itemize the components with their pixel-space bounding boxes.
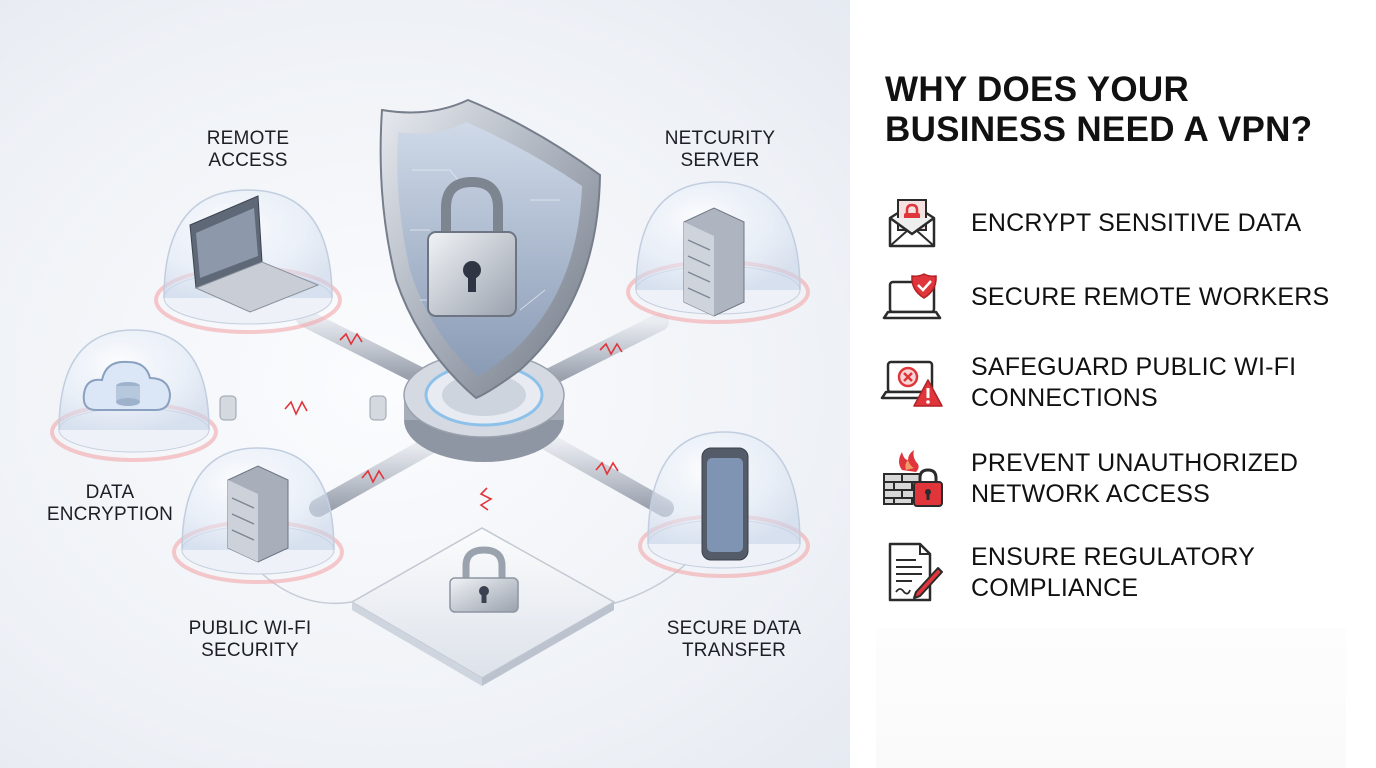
pipe-remote	[296, 309, 429, 385]
connector-line	[257, 569, 353, 605]
pipe-data-encryption	[196, 395, 421, 421]
pipes	[196, 309, 674, 549]
pipe-platform	[477, 443, 495, 549]
benefit-item: SECURE REMOTE WORKERS	[880, 266, 1350, 336]
document-pen-icon	[888, 542, 943, 602]
laptop-warning-icon	[880, 360, 943, 407]
benefit-text: PREVENT UNAUTHORIZED NETWORK ACCESS	[971, 449, 1299, 508]
connector-line	[611, 559, 691, 605]
laptop-shield-icon	[882, 273, 942, 320]
benefit-text: SAFEGUARD PUBLIC WI-FI CONNECTIONS	[971, 353, 1297, 412]
pipe-server	[539, 313, 669, 387]
lock-envelope-icon	[888, 199, 936, 248]
pipe-secure-transfer	[539, 433, 674, 517]
benefit-text: SECURE REMOTE WORKERS	[971, 283, 1330, 311]
benefit-item: PREVENT UNAUTHORIZED NETWORK ACCESS	[880, 446, 1350, 516]
panel-title: WHY DOES YOUR BUSINESS NEED A VPN?	[885, 70, 1313, 149]
pipe-public-wifi	[309, 436, 439, 517]
benefit-text: ENCRYPT SENSITIVE DATA	[971, 209, 1302, 237]
public-wifi-node	[172, 447, 344, 584]
shield-icon	[379, 98, 602, 400]
remote-access-node	[154, 189, 342, 334]
secure-transfer-node	[638, 431, 810, 578]
data-encryption-node	[50, 329, 218, 462]
cloud-database-icon	[82, 360, 172, 411]
padlock-icon	[449, 546, 519, 613]
smartphone-icon	[701, 447, 749, 561]
firewall-lock-icon	[883, 450, 943, 507]
server-icon	[227, 465, 289, 563]
netcurity-server-node	[626, 181, 810, 324]
server-rack-icon	[683, 207, 745, 317]
benefit-item: ENCRYPT SENSITIVE DATA	[880, 192, 1350, 262]
benefit-item: ENSURE REGULATORY COMPLIANCE	[880, 540, 1350, 610]
laptop-icon	[189, 195, 320, 313]
benefit-item: SAFEGUARD PUBLIC WI-FI CONNECTIONS	[880, 352, 1350, 422]
network-diagram	[50, 98, 810, 686]
blank-footer-area	[876, 628, 1346, 768]
benefit-text: ENSURE REGULATORY COMPLIANCE	[971, 543, 1255, 602]
